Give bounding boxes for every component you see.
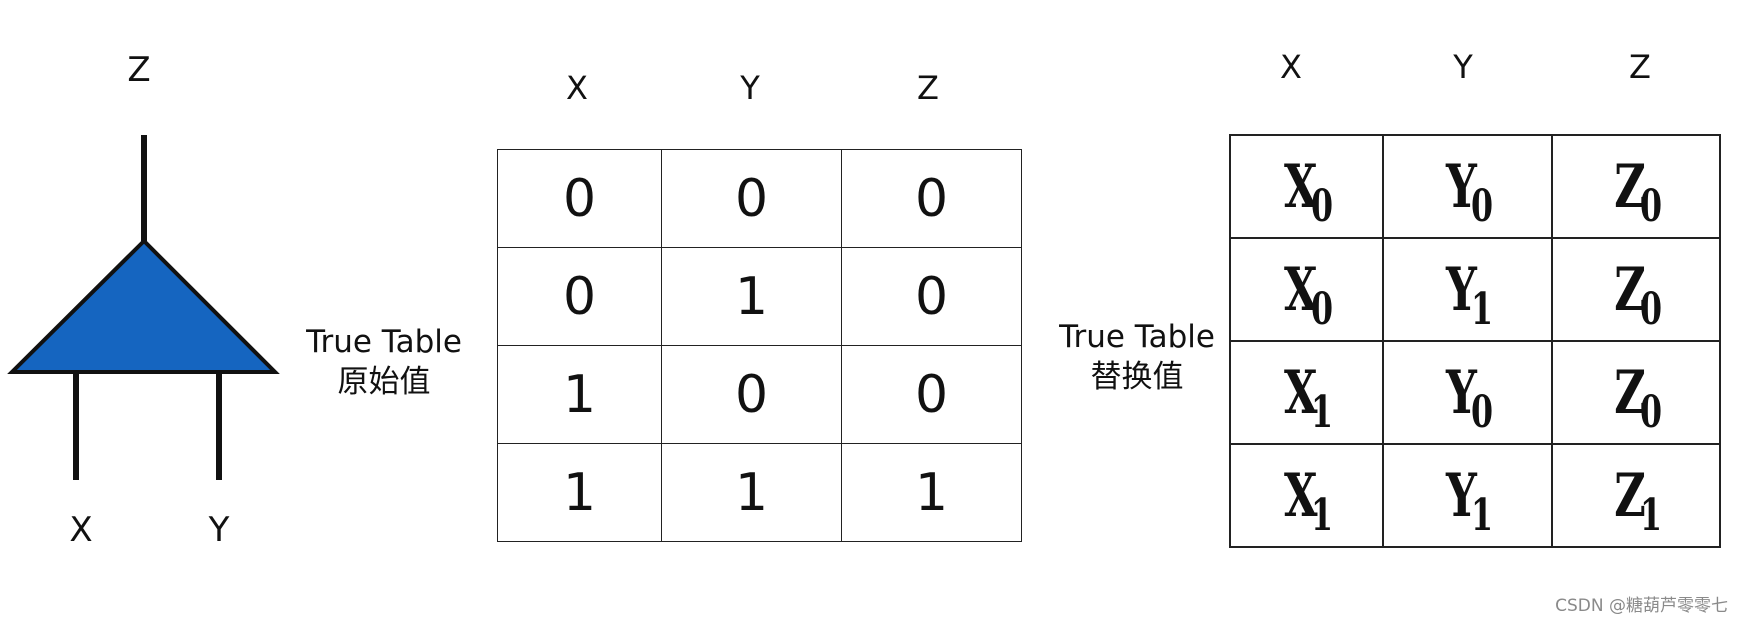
cell-symbol: Z [1614,254,1646,325]
cell-subscript: 0 [1311,283,1334,335]
table-cell: 1 [841,443,1022,542]
gate-input-right-label: Y [208,510,230,550]
table-cell: 1 [661,443,842,542]
cell-subscript: 0 [1311,180,1334,232]
original-header-z: Z [917,69,939,107]
table-row: X1 Y1 Z1 [1229,443,1721,548]
table-cell: Z1 [1551,443,1721,548]
table-cell: Z0 [1551,340,1721,445]
table-cell: 0 [841,149,1022,248]
table-row: X0 Y1 Z0 [1229,237,1721,342]
cell-symbol: X [1283,460,1318,531]
caption-substituted: True Table 替换值 [1059,317,1215,397]
table-cell: Z0 [1551,237,1721,342]
table-row: 1 0 0 [497,345,1022,444]
gate-input-left-label: X [69,510,93,550]
cell-symbol: Y [1445,254,1477,325]
table-cell: 0 [497,149,662,248]
cell-symbol: X [1283,151,1318,222]
table-cell: Y0 [1382,340,1553,445]
cell-symbol: Z [1614,460,1646,531]
table-cell: X1 [1229,443,1384,548]
table-cell: Y0 [1382,134,1553,239]
cell-subscript: 0 [1639,386,1662,438]
table-row: X0 Y0 Z0 [1229,134,1721,239]
cell-subscript: 1 [1311,489,1334,541]
gate-output-label: Z [127,50,151,90]
table-cell: 0 [841,345,1022,444]
cell-symbol: Y [1445,460,1477,531]
table-row: 0 1 0 [497,247,1022,346]
caption-substituted-line1: True Table [1059,319,1215,355]
substituted-header-z: Z [1629,48,1651,86]
original-header-y: Y [740,69,760,107]
table-cell: 1 [497,443,662,542]
cell-subscript: 1 [1639,489,1662,541]
substituted-truth-table: X0 Y0 Z0 X0 Y1 Z0 X1 Y0 Z0 X1 Y1 Z1 [1229,134,1721,548]
table-cell: X1 [1229,340,1384,445]
cell-subscript: 0 [1639,283,1662,335]
cell-symbol: X [1283,254,1318,325]
table-cell: 0 [841,247,1022,346]
cell-subscript: 1 [1470,489,1493,541]
cell-symbol: X [1283,357,1318,428]
substituted-header-x: X [1280,48,1302,86]
cell-subscript: 1 [1311,386,1334,438]
cell-subscript: 0 [1470,386,1493,438]
cell-subscript: 0 [1470,180,1493,232]
table-row: 0 0 0 [497,149,1022,248]
table-row: X1 Y0 Z0 [1229,340,1721,445]
table-cell: Y1 [1382,443,1553,548]
table-cell: Z0 [1551,134,1721,239]
cell-subscript: 1 [1470,283,1493,335]
caption-substituted-line2: 替换值 [1090,359,1184,395]
watermark: CSDN @糖葫芦零零七 [1555,596,1728,616]
table-cell: X0 [1229,134,1384,239]
caption-original-line2: 原始值 [337,364,431,400]
gate-triangle [7,238,280,374]
table-cell: Y1 [1382,237,1553,342]
original-truth-table: 0 0 0 0 1 0 1 0 0 1 1 1 [497,149,1022,542]
table-cell: 1 [497,345,662,444]
original-header-x: X [566,69,588,107]
table-cell: 0 [661,149,842,248]
table-cell: 0 [497,247,662,346]
logic-gate-diagram [7,135,280,480]
cell-symbol: Y [1445,357,1477,428]
cell-subscript: 0 [1639,180,1662,232]
substituted-header-y: Y [1453,48,1473,86]
cell-symbol: Z [1614,357,1646,428]
table-cell: 0 [661,345,842,444]
table-row: 1 1 1 [497,443,1022,542]
table-cell: X0 [1229,237,1384,342]
cell-symbol: Y [1445,151,1477,222]
table-cell: 1 [661,247,842,346]
caption-original-line1: True Table [306,324,462,360]
cell-symbol: Z [1614,151,1646,222]
caption-original: True Table 原始值 [306,322,462,402]
